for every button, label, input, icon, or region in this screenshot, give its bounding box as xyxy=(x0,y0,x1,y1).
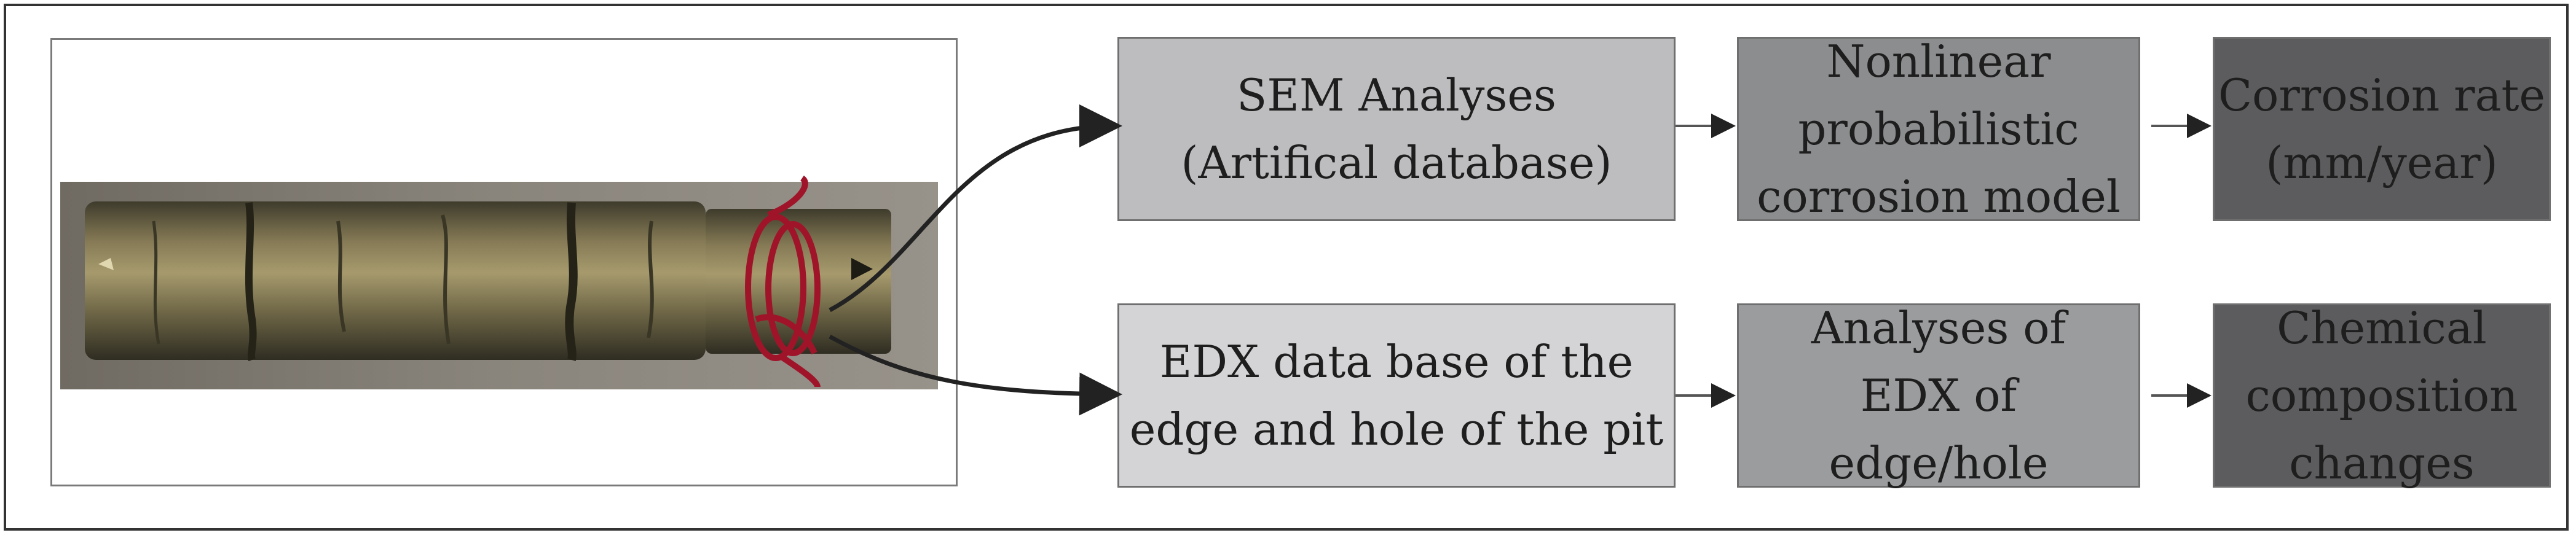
corrosion-rate-box: Corrosion rate (mm/year) xyxy=(2213,37,2551,221)
edx-database-label: EDX data base of the edge and hole of th… xyxy=(1129,336,1664,455)
corrosion-rate-label: Corrosion rate (mm/year) xyxy=(2218,69,2546,189)
edx-analyses-box: Analyses of EDX of edge/hole xyxy=(1737,302,2140,489)
chemical-composition-label: Chemical composition changes xyxy=(2245,302,2518,489)
probabilistic-model-box: Nonlinear probabilistic corrosion model xyxy=(1737,36,2140,222)
specimen-photo-panel xyxy=(50,38,958,486)
sem-analyses-box: SEM Analyses (Artifical database) xyxy=(1117,37,1676,221)
probabilistic-model-label: Nonlinear probabilistic corrosion model xyxy=(1757,36,2121,222)
sem-analyses-label: SEM Analyses (Artifical database) xyxy=(1181,69,1612,189)
edx-analyses-label: Analyses of EDX of edge/hole xyxy=(1811,302,2066,489)
edx-database-box: EDX data base of the edge and hole of th… xyxy=(1117,303,1676,488)
chemical-composition-box: Chemical composition changes xyxy=(2213,302,2551,489)
